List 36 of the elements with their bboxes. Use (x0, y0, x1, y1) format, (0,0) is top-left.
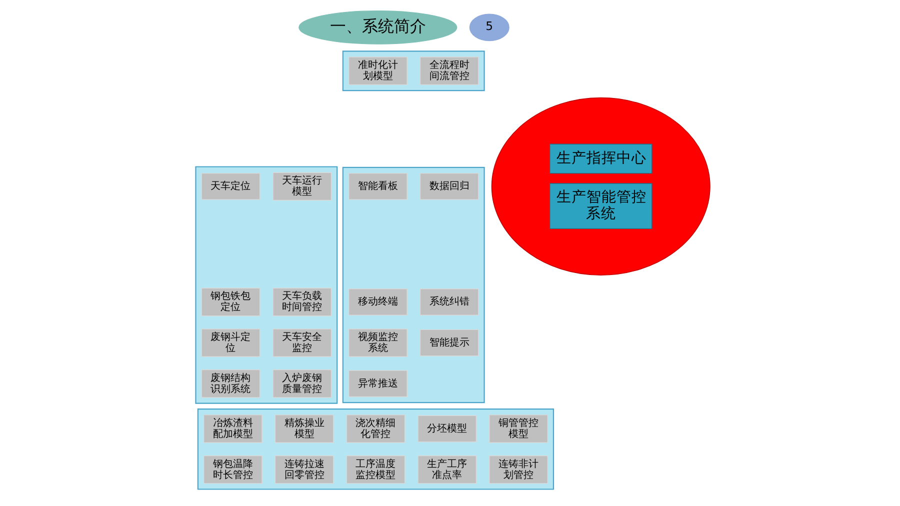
node-box: 移动终端 (348, 288, 408, 316)
node-box: 浇次精细化管控 (346, 414, 406, 443)
node-box: 冶炼渣料配加模型 (203, 414, 262, 443)
cluster (197, 408, 554, 490)
node-box: 天车定位 (201, 172, 260, 200)
node-box: 智能提示 (420, 329, 479, 356)
node-box: 连铸非计划管控 (489, 455, 548, 484)
node-box: 铜管管控模型 (489, 414, 548, 443)
node-box: 智能看板 (348, 172, 408, 200)
node-text: 生产指挥中心 (556, 149, 646, 166)
node-box: 天车运行模型 (272, 172, 332, 201)
node-box: 废钢斗定位 (201, 328, 260, 357)
cluster (342, 50, 485, 92)
node-box: 天车负载时间管控 (272, 288, 332, 316)
cluster (195, 166, 338, 404)
node-box: 全流程时间流管控 (420, 56, 479, 86)
node-ellipse: 一、系统简介 (298, 10, 458, 44)
cluster (491, 97, 710, 276)
node-box: 生产工序准点率 (418, 455, 477, 484)
node-box: 精炼操业模型 (274, 414, 334, 443)
node-ellipse: 5 (469, 14, 510, 42)
node-box: 钢包铁包定位 (201, 288, 260, 316)
node-box: 分坯模型 (418, 415, 477, 442)
node-box: 连铸拉速回零管控 (274, 455, 334, 484)
node-box: 异常推送 (348, 370, 408, 398)
node-box: 钢包温降时长管控 (203, 455, 262, 484)
node-box: 天车安全监控 (272, 328, 332, 357)
node-box: 视频监控系统 (348, 328, 408, 357)
node-box: 入炉废钢质量管控 (272, 369, 332, 398)
node-box: 准时化计划模型 (348, 56, 408, 86)
node-box: 工序温度监控模型 (346, 455, 406, 484)
cluster (342, 166, 485, 404)
node-box: 系统纠错 (420, 288, 479, 316)
node-box: 数据回归 (420, 172, 479, 200)
node-text: 生产智能管控系统 (556, 188, 646, 222)
node-box: 废钢结构识别系统 (201, 369, 260, 398)
